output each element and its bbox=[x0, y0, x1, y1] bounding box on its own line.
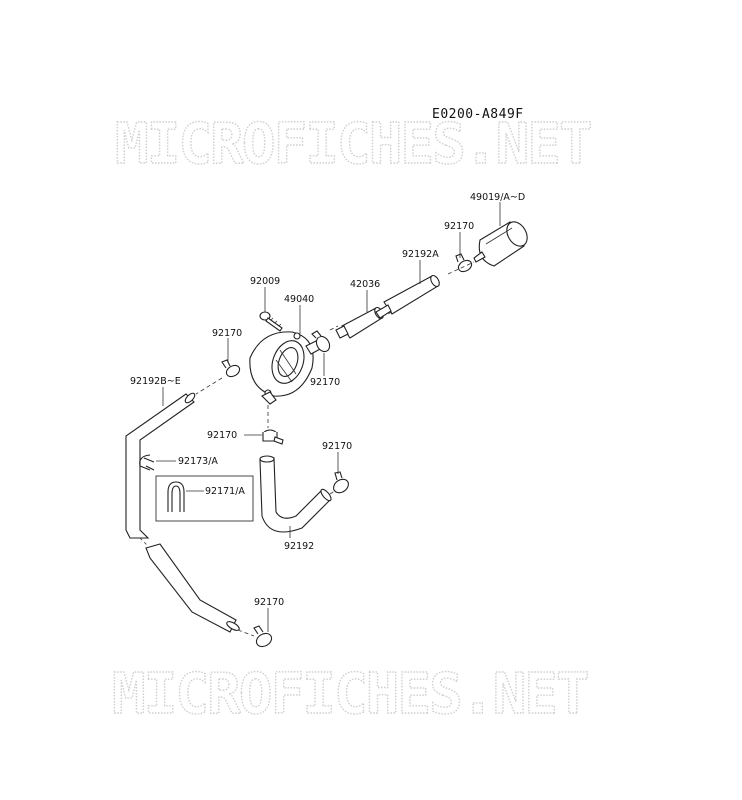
watermark-top: MICROFICHES.NET bbox=[115, 112, 591, 177]
watermark-bottom: MICROFICHES.NET bbox=[112, 662, 588, 727]
label-92170-bottom: 92170 bbox=[254, 597, 284, 608]
hose-92192B-E bbox=[125, 392, 240, 633]
hose-92192A bbox=[383, 274, 440, 315]
label-92173: 92173/A bbox=[178, 456, 218, 467]
label-92170-left: 92170 bbox=[212, 328, 242, 339]
fuel-cock-49040 bbox=[249, 331, 323, 405]
label-92192A: 92192A bbox=[402, 249, 439, 260]
fuel-filter bbox=[473, 221, 528, 267]
hose-92192 bbox=[259, 455, 332, 533]
label-92170-mid: 92170 bbox=[310, 377, 340, 388]
clamp-92170-top bbox=[455, 253, 473, 273]
clip-92173 bbox=[139, 454, 155, 471]
clip-92171 bbox=[155, 475, 254, 522]
joint-42036 bbox=[335, 304, 392, 339]
label-92170-cock: 92170 bbox=[207, 430, 237, 441]
label-92171: 92171/A bbox=[205, 486, 245, 497]
label-42036: 42036 bbox=[350, 279, 380, 290]
clamp-92170-left bbox=[221, 359, 241, 378]
label-92192: 92192 bbox=[284, 541, 314, 552]
diagram-code: E0200-A849F bbox=[432, 107, 524, 122]
label-92009: 92009 bbox=[250, 276, 280, 287]
label-92170-top: 92170 bbox=[444, 221, 474, 232]
label-49019: 49019/A~D bbox=[470, 192, 525, 203]
clamp-92170-right bbox=[333, 471, 349, 494]
label-92170-right: 92170 bbox=[322, 441, 352, 452]
label-92192B-E: 92192B~E bbox=[130, 376, 181, 387]
label-49040: 49040 bbox=[284, 294, 314, 305]
clamp-92170-bottom bbox=[253, 625, 273, 648]
screw-92009 bbox=[259, 311, 283, 332]
clamp-92170-cock bbox=[262, 429, 284, 445]
clamp-92170-mid bbox=[311, 330, 331, 353]
